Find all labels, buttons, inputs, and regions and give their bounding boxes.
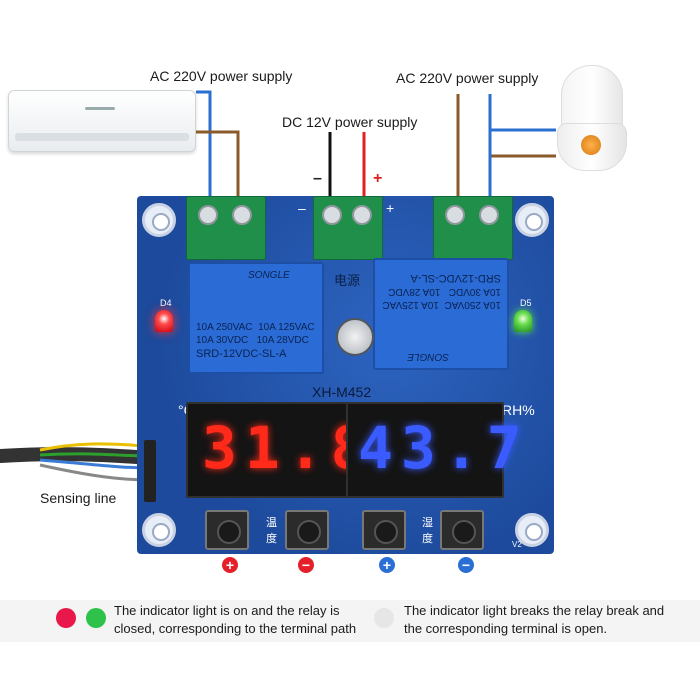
humidity-value: 43.7 [358,414,530,482]
legend-bar [0,600,700,642]
led-green-indicator [514,310,532,332]
board-minus-label: – [298,200,306,216]
relay-right-model: SRD-12VDC-SL-A [410,272,501,284]
relay-right-line1: 10A 250VAC 10A 125VAC [382,299,501,310]
hum-plus-indicator: + [379,557,395,573]
version-label: V2 [512,540,522,549]
led-red-indicator [155,310,173,332]
relay-left-line1: 10A 250VAC 10A 125VAC [196,322,315,333]
dc-minus-label: – [313,170,322,187]
ac-left-label: AC 220V power supply [150,68,293,84]
mount-hole-top-right [515,203,549,237]
temp-plus-button[interactable] [205,510,249,550]
hum-plus-button[interactable] [362,510,406,550]
legend-off-text-1: The indicator light breaks the relay bre… [404,603,665,618]
temp-plus-indicator: + [222,557,238,573]
sensing-line-label: Sensing line [40,490,117,506]
temp-cn-label-2: 度 [266,533,277,545]
relay-right-brand: SONGLE [407,351,449,362]
legend-on-text-1: The indicator light is on and the relay … [114,603,340,618]
temp-minus-indicator: − [298,557,314,573]
terminal-left[interactable] [186,196,266,260]
legend-on-text-2: closed, corresponding to the terminal pa… [114,621,357,636]
board-plus-label: + [386,200,395,216]
relay-left-line2: 10A 30VDC 10A 28VDC [196,335,309,346]
temp-minus-button[interactable] [285,510,329,550]
mount-hole-bottom-left [142,513,176,547]
relay-right: SONGLE 10A 250VAC 10A 125VAC 10A 30VDC 1… [373,258,509,370]
sensor-header [144,440,156,502]
relay-left-model: SRD-12VDC-SL-A [196,348,287,360]
mount-hole-bottom-right [515,513,549,547]
dc-plus-label: + [373,170,383,187]
relay-left-brand: SONGLE [248,270,290,281]
legend-red-dot [56,608,76,628]
temperature-value: 31.8 [202,414,374,482]
hum-cn-label-2: 度 [422,533,433,545]
rh-label: RH% [502,402,535,418]
capacitor [336,318,374,356]
humidifier-image [555,65,627,171]
hum-minus-indicator: − [458,557,474,573]
led-right-label: D5 [520,298,532,308]
terminal-power[interactable] [313,196,383,260]
dc-label: DC 12V power supply [282,114,418,130]
legend-off-text-2: the corresponding terminal is open. [404,621,608,636]
terminal-right[interactable] [433,196,513,260]
temperature-display: 31.8 [186,402,366,498]
led-left-label: D4 [160,298,172,308]
relay-right-line2: 10A 30VDC 10A 28VDC [388,286,501,297]
model-label: XH-M452 [312,384,372,400]
ac-right-label: AC 220V power supply [396,70,539,86]
relay-left: SONGLE 10A 250VAC 10A 125VAC 10A 30VDC 1… [188,262,324,374]
hum-cn-label-1: 湿 [422,517,433,529]
humidity-display: 43.7 [346,402,522,498]
mount-hole-top-left [142,203,176,237]
legend-off-dot [374,608,394,628]
air-conditioner-image [8,90,196,152]
legend-green-dot [86,608,106,628]
temp-cn-label-1: 温 [266,517,277,529]
hum-minus-button[interactable] [440,510,484,550]
power-cn-label: 电源 [334,273,361,288]
